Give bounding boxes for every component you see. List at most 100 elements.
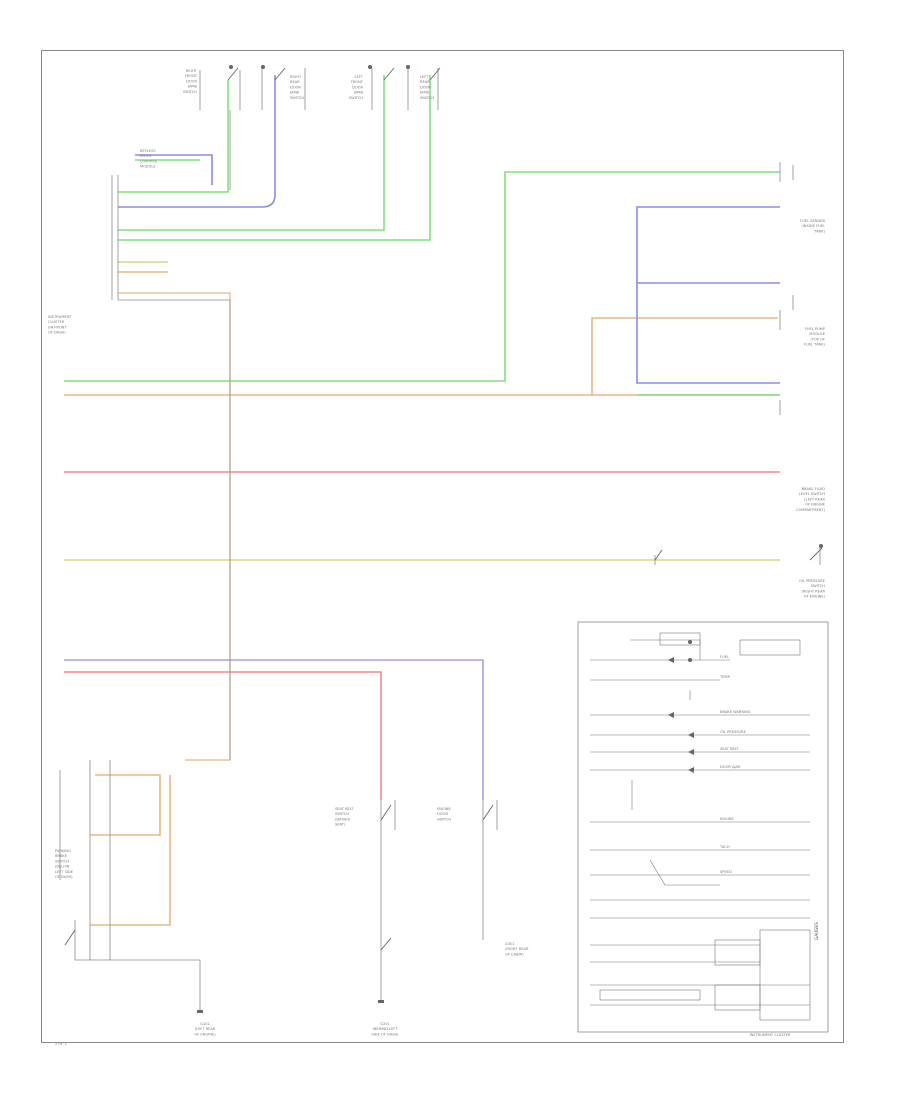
component-label-instrument_cluster_left-line-3: OF DASH) (48, 331, 66, 335)
component-label-top_switches-0-line-1: FRONT (185, 74, 198, 78)
component-label-top_switches-3-line-1: REAR (420, 80, 430, 84)
component-label-seat_belt_switch-line-2: (DRIVER (335, 817, 350, 821)
switch-lr (429, 67, 441, 81)
ground-g101-icon (197, 1010, 203, 1013)
wire-green-top (118, 80, 229, 193)
wire-blue-top (118, 75, 276, 208)
component-label-g101-line-1: (LEFT REAR (195, 1027, 216, 1031)
component-label-brake_switch-line-3: OF ENGINE (805, 503, 826, 507)
component-label-top_switches-0-line-4: SWITCH (183, 90, 197, 94)
component-label-instrument_cluster_left-line-2: (IN FRONT (48, 325, 67, 329)
component-label-fuel_sender-line-1: (INSIDE FUEL (801, 224, 825, 228)
component-label-brake_switch-line-0: BRAKE FLUID (802, 487, 826, 491)
inset-row-label-1: TEMP (719, 675, 731, 679)
wire-red-lower (64, 671, 382, 800)
component-label-keyless_module-line-0: KEYLESS (140, 149, 156, 153)
component-label-instrument_cluster_left-line-1: CLUSTER (48, 320, 65, 324)
component-label-top_switches-3-line-0: LEFT (420, 75, 429, 79)
inset-row-label-3: OIL PRESSURE (720, 730, 747, 734)
component-label-keyless_module-line-2: CONTROL (140, 159, 158, 163)
connector-dot-4 (406, 65, 410, 69)
component-label-brake_switch-line-1: LEVEL SWITCH (799, 492, 826, 496)
switch-hood (482, 804, 494, 821)
component-label-top_switches-3-line-3: JAMB (419, 91, 430, 95)
wire-blue-right (636, 206, 780, 384)
component-label-g101-line-2: OF ENGINE) (194, 1032, 216, 1036)
connector-dot-1 (229, 65, 233, 69)
component-label-g201-line-2: SIDE OF DASH) (371, 1032, 399, 1036)
wire-orange-pb-1 (90, 774, 161, 836)
component-label-fuel_pump-line-3: FUEL TANK) (804, 343, 826, 347)
switch-rr (274, 67, 286, 81)
connector-dot-5 (819, 544, 823, 548)
inset-row-label-7: TACH (719, 845, 730, 849)
component-label-top_switches-3-line-2: DOOR (420, 85, 431, 89)
component-label-parking_brake_switch-line-1: BRAKE (55, 854, 68, 858)
component-label-top_switches-1-line-3: JAMB (289, 91, 300, 95)
component-label-top_switches-1-line-2: DOOR (290, 85, 301, 89)
component-label-g301-line-0: G301 (505, 942, 515, 946)
component-label-fuel_pump-line-2: (TOP OF (810, 337, 825, 341)
inset-row-label-2: BRAKE WARNING (720, 710, 751, 714)
component-label-oil_pressure_switch-line-3: OF ENGINE) (804, 595, 826, 599)
component-label-parking_brake_switch-line-2: SWITCH (55, 859, 69, 863)
inset-row-label-6: ENGINE (720, 817, 734, 821)
component-label-seat_belt_switch-line-0: SEAT BELT (335, 807, 354, 811)
component-label-g201-line-0: G201 (380, 1022, 390, 1026)
component-label-brake_switch-line-4: COMPARTMENT) (796, 508, 826, 512)
instrument-cluster-inset (577, 621, 829, 1033)
component-label-engine_hood_switch-line-2: SWITCH (437, 817, 451, 821)
component-label-top_switches-1-line-4: SWITCH (290, 96, 304, 100)
component-label-engine_hood_switch-line-1: HOOD (437, 812, 448, 816)
component-label-fuel_sender-line-0: FUEL SENDER (800, 219, 825, 223)
component-label-seat_belt_switch-line-1: SWITCH (335, 812, 349, 816)
component-label-engine_hood_switch-line-0: ENGINE (437, 807, 451, 811)
component-label-g301-line-1: (RIGHT REAR (505, 947, 529, 951)
component-label-brake_switch-line-2: (LEFT REAR (804, 497, 825, 501)
component-label-oil_pressure_switch-line-2: (RIGHT REAR (801, 589, 825, 593)
component-label-top_switches-2-line-4: SWITCH (349, 96, 363, 100)
inset-side-label: GAUGES (814, 922, 819, 940)
component-label-g201-line-1: (BEHIND LEFT (373, 1027, 399, 1031)
component-labels: RIGHTFRONTDOORJAMBSWITCHRIGHTREARDOORJAM… (48, 69, 826, 1046)
connector-dot-2 (261, 65, 265, 69)
wire-orange-feed (118, 292, 231, 761)
component-label-g301-line-2: OF CABIN) (505, 952, 524, 956)
component-label-g101-line-0: G101 (200, 1022, 210, 1026)
component-label-parking_brake_switch-line-4: LEFT SIDE (55, 870, 74, 874)
component-label-fuel_sender-line-2: TANK) (813, 229, 825, 233)
wire-orange-pb-2 (90, 775, 171, 926)
component-label-inset_title-line-0: INSTRUMENT CLUSTER (750, 1033, 791, 1037)
component-label-keyless_module-line-1: ENTRY (140, 154, 152, 158)
inset-row-label-0: FUEL (720, 655, 729, 659)
component-label-top_switches-0-line-0: RIGHT (186, 69, 198, 73)
component-label-oil_pressure_switch-line-1: SWITCH (811, 584, 825, 588)
component-label-top_switches-2-line-2: DOOR (352, 85, 363, 89)
wire-purple-lower (64, 659, 484, 800)
component-label-fuel_pump-line-1: MODULE (809, 332, 825, 336)
wire-blue-top-2 (135, 154, 213, 185)
inset-row-label-8: SPEED (720, 870, 732, 874)
component-label-page_number-line-0: 2 OF 2 (55, 1042, 67, 1046)
component-label-top_switches-0-line-3: JAMB (187, 85, 198, 89)
switch-lf (383, 67, 395, 81)
wire-green-top-3 (118, 75, 431, 241)
switch-rf (227, 67, 239, 81)
component-label-top_switches-2-line-1: FRONT (351, 80, 364, 84)
black-wires (59, 68, 821, 1010)
component-label-top_switches-0-line-2: DOOR (186, 79, 197, 83)
component-label-top_switches-2-line-3: JAMB (353, 91, 364, 95)
ground-g201-icon (378, 1000, 384, 1003)
wire-green-bus (64, 171, 780, 382)
wire-green-top-2 (118, 75, 385, 231)
ground-symbols (197, 65, 823, 1013)
switch-seatbelt (380, 804, 392, 821)
component-label-seat_belt_switch-line-3: SEAT) (335, 823, 346, 827)
switch-brake (654, 549, 663, 561)
inset-row-label-5: DOOR AJAR (720, 765, 741, 769)
inset-row-label-4: SEAT BELT (720, 747, 739, 751)
component-label-top_switches-3-line-4: SWITCH (420, 96, 434, 100)
switch-lower-seat (380, 937, 392, 951)
component-label-top_switches-1-line-1: REAR (290, 80, 300, 84)
